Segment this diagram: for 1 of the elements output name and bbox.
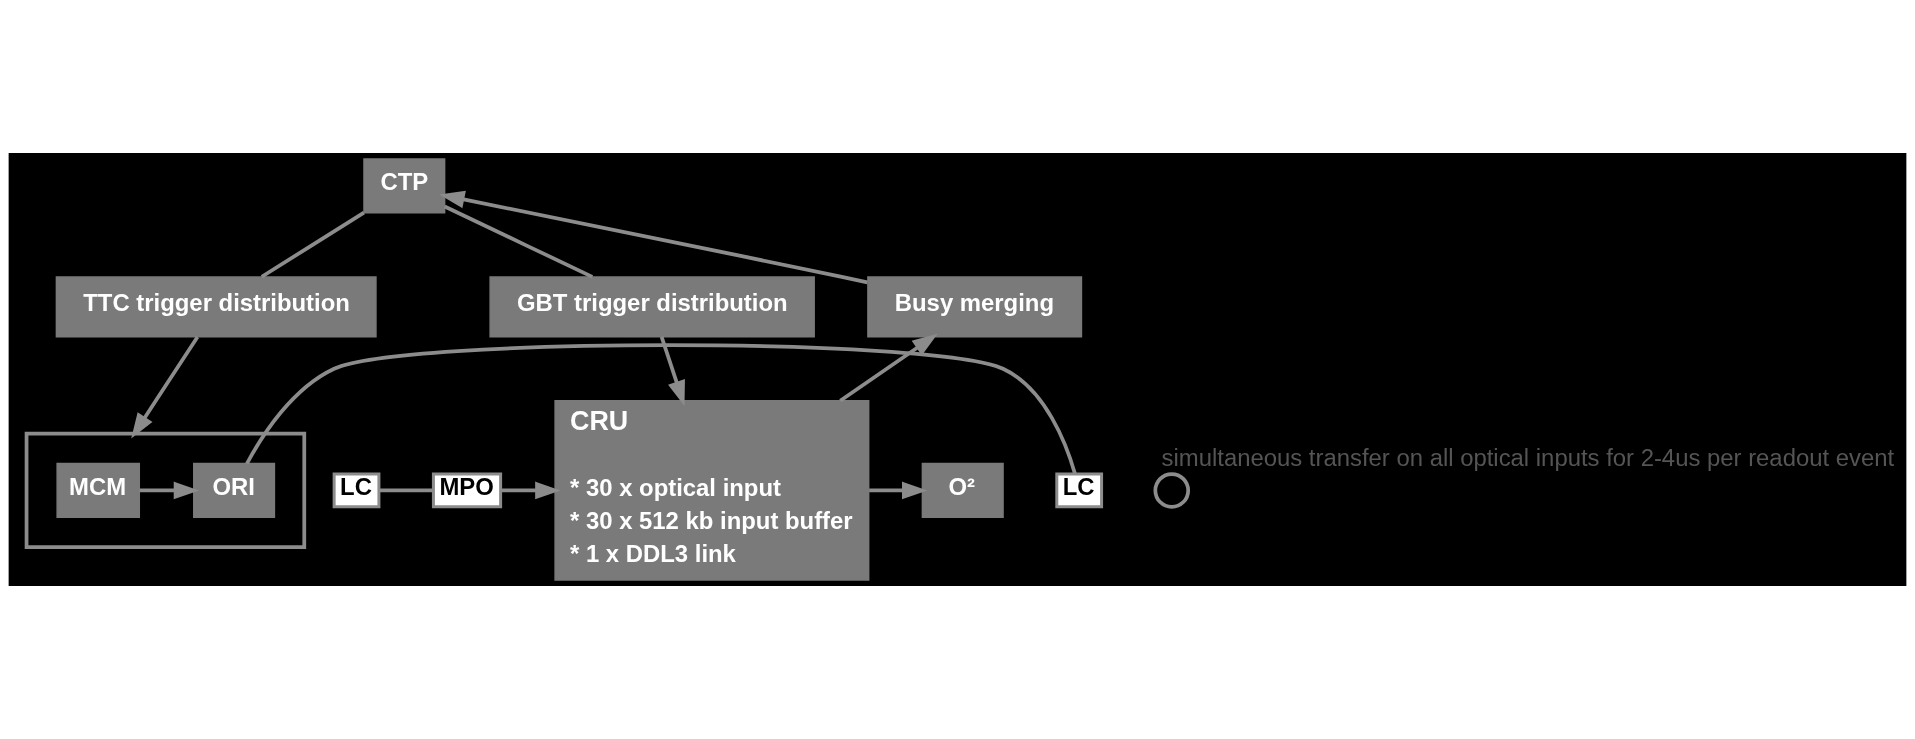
node-label: simultaneous transfer on all optical inputs for 2-4us per readout event: [1161, 444, 1895, 472]
